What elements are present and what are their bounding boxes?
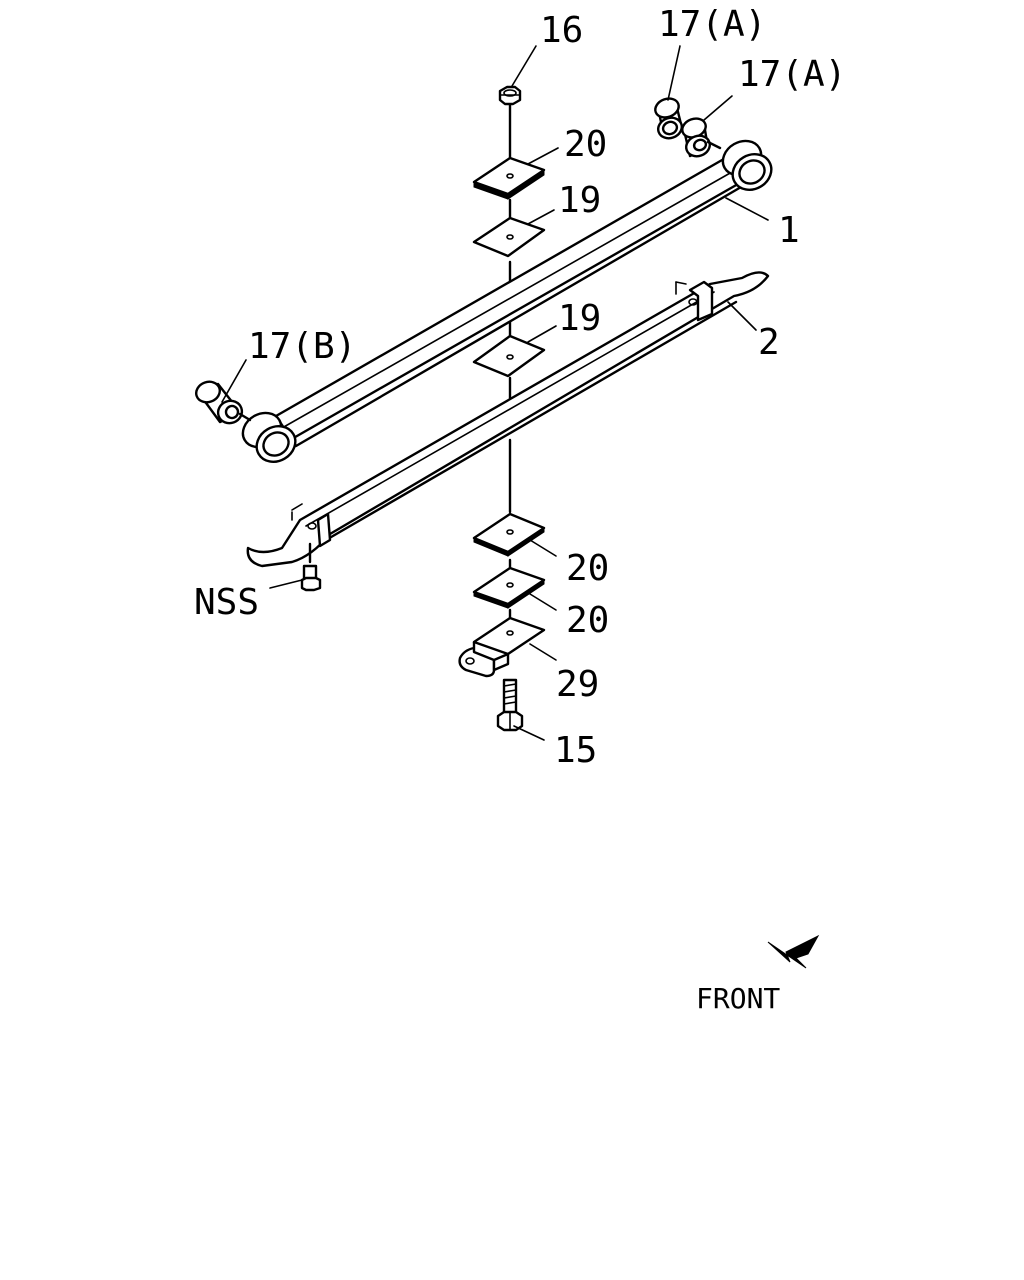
plate-20-lower-b <box>472 566 546 609</box>
second-leaf-2 <box>246 271 770 568</box>
callout-nss: NSS <box>194 582 259 623</box>
callout-29: 29 <box>556 664 599 705</box>
arrow-left-down-icon <box>767 934 820 969</box>
callout-20-lower-b: 20 <box>566 600 609 641</box>
plate-19-top <box>472 216 546 258</box>
callout-20-top: 20 <box>564 124 607 165</box>
callout-2: 2 <box>758 322 780 363</box>
bolt-15 <box>496 678 524 732</box>
leader-lines <box>221 45 769 741</box>
callout-17b: 17(B) <box>248 326 356 367</box>
bushing-17b <box>195 380 252 425</box>
callout-20-lower-a: 20 <box>566 548 609 589</box>
callout-17a-2: 17(A) <box>738 54 846 95</box>
callout-labels: 16 17(A) 17(A) 20 19 1 19 17(B) 2 20 20 … <box>194 4 846 771</box>
callout-15: 15 <box>554 730 597 771</box>
callout-19-mid: 19 <box>558 298 601 339</box>
front-indicator: FRONT <box>696 934 820 1015</box>
bushing-17a-1 <box>654 97 684 140</box>
plate-20-lower-a <box>472 512 546 557</box>
main-leaf-1 <box>241 139 773 463</box>
callout-17a-1: 17(A) <box>658 4 766 45</box>
bracket-29 <box>458 616 546 678</box>
callout-1: 1 <box>778 210 800 251</box>
plate-20-top <box>472 156 546 200</box>
nut-16 <box>498 85 522 106</box>
front-label: FRONT <box>696 982 780 1015</box>
plate-19-mid <box>472 334 546 378</box>
bushing-17a-2 <box>681 117 722 158</box>
center-bolt-assembly <box>458 85 546 732</box>
callout-16: 16 <box>540 10 583 51</box>
nss-bolt <box>300 564 322 592</box>
callout-19-top: 19 <box>558 180 601 221</box>
